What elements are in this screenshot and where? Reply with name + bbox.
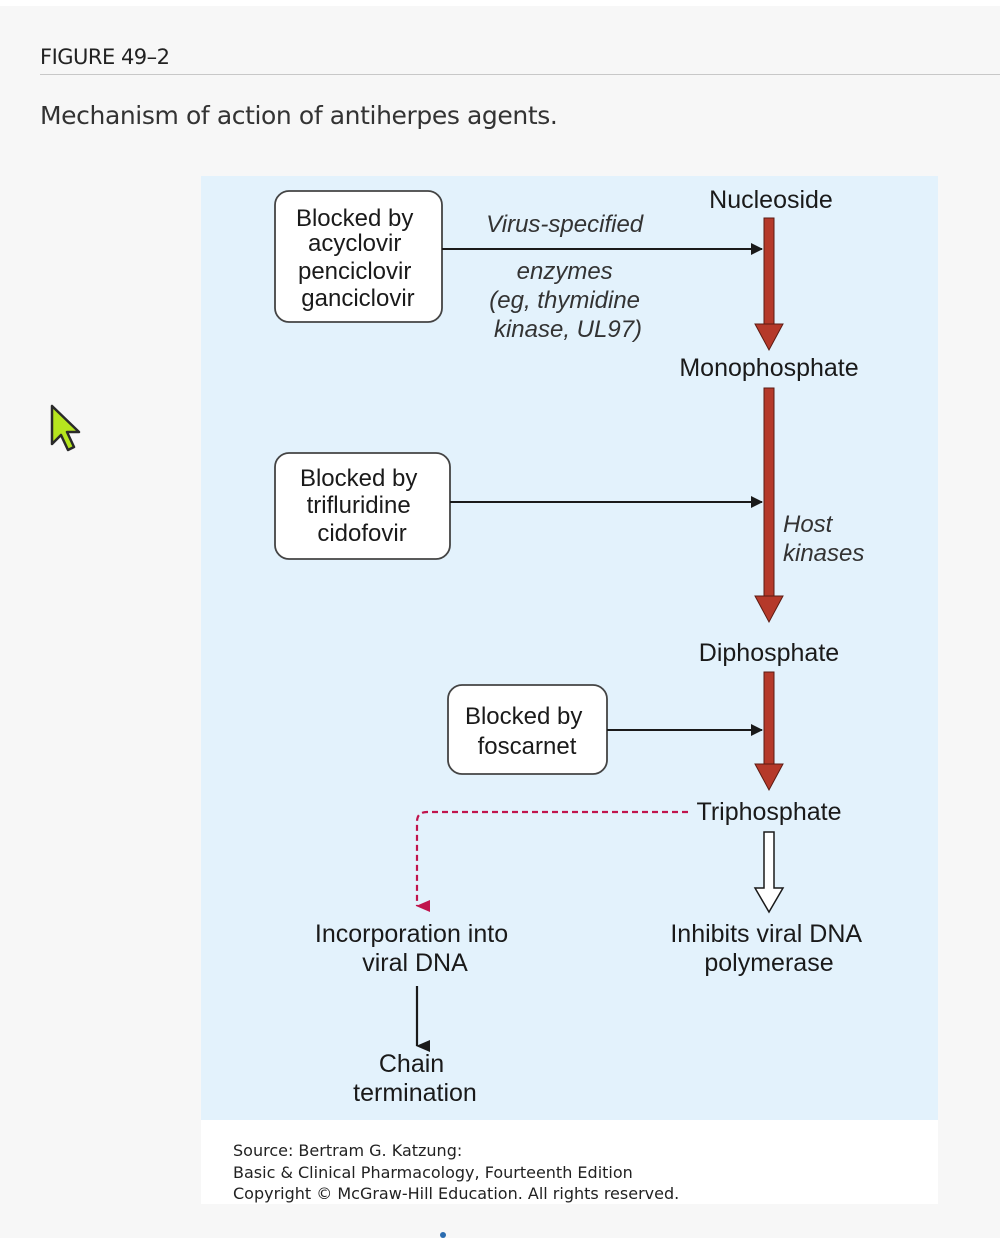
host-kinases-line-2: kinases bbox=[783, 540, 864, 567]
figure-caption: Mechanism of action of antiherpes agents… bbox=[40, 101, 558, 130]
box3-line-1: Blocked by bbox=[465, 703, 582, 730]
arrow-triphosphate-to-inhibits bbox=[753, 831, 785, 914]
box1-line-4: ganciclovir bbox=[301, 285, 414, 312]
label-host-kinases: Host kinases bbox=[783, 511, 864, 567]
mouse-pointer-icon bbox=[50, 404, 81, 452]
source-line-2: Basic & Clinical Pharmacology, Fourteent… bbox=[233, 1163, 633, 1182]
incorporation-line-2: viral DNA bbox=[362, 949, 468, 977]
node-nucleoside: Nucleoside bbox=[709, 186, 833, 214]
chain-termination-line-2: termination bbox=[353, 1079, 477, 1107]
diagram-panel[interactable]: Blocked by acyclovir penciclovir gancicl… bbox=[201, 176, 938, 1120]
source-attribution: Source: Bertram G. Katzung: Basic & Clin… bbox=[201, 1120, 938, 1204]
box1-line-2: acyclovir bbox=[308, 230, 401, 257]
chain-termination-line-1: Chain bbox=[379, 1050, 444, 1078]
inhibits-line-1: Inhibits viral DNA bbox=[670, 920, 862, 948]
box3-line-2: foscarnet bbox=[478, 733, 577, 760]
arrow-monophosphate-to-diphosphate bbox=[754, 387, 784, 624]
node-triphosphate: Triphosphate bbox=[697, 798, 842, 826]
arrow-diphosphate-to-triphosphate bbox=[754, 671, 784, 792]
inhibits-line-2: polymerase bbox=[704, 949, 833, 977]
block-box-1 bbox=[274, 190, 443, 323]
block-box-2 bbox=[274, 452, 451, 560]
arrow-nucleoside-to-monophosphate bbox=[754, 217, 784, 352]
node-chain-termination: Chain termination bbox=[353, 1050, 477, 1107]
node-diphosphate: Diphosphate bbox=[699, 639, 839, 667]
incorporation-line-1: Incorporation into bbox=[315, 920, 508, 948]
host-kinases-line-1: Host bbox=[783, 511, 834, 538]
box2-line-2: trifluridine bbox=[307, 492, 411, 519]
node-incorporation: Incorporation into viral DNA bbox=[315, 920, 515, 977]
block-box-2-text: Blocked by trifluridine cidofovir bbox=[300, 465, 424, 547]
dashed-arrow-to-incorporation bbox=[415, 810, 688, 912]
source-line-3: Copyright © McGraw-Hill Education. All r… bbox=[233, 1184, 680, 1203]
figure-label: FIGURE 49–2 bbox=[40, 45, 170, 69]
box2-line-1: Blocked by bbox=[300, 465, 417, 492]
node-monophosphate: Monophosphate bbox=[679, 354, 858, 382]
page-top-strip bbox=[0, 0, 1000, 6]
source-line-1: Source: Bertram G. Katzung: bbox=[233, 1141, 463, 1160]
virus-enzymes-line-3: (eg, thymidine bbox=[489, 287, 640, 314]
virus-enzymes-line-2: enzymes bbox=[517, 258, 613, 285]
box1-line-3: penciclovir bbox=[298, 258, 411, 285]
mechanism-diagram: Blocked by acyclovir penciclovir gancicl… bbox=[274, 186, 867, 1107]
scroll-indicator bbox=[440, 1232, 446, 1238]
label-virus-enzymes: Virus-specified enzymes (eg, thymidine k… bbox=[486, 211, 650, 343]
box1-line-1: Blocked by bbox=[296, 205, 413, 232]
virus-enzymes-line-1: Virus-specified bbox=[486, 211, 644, 238]
node-inhibits-polymerase: Inhibits viral DNA polymerase bbox=[670, 920, 867, 977]
box2-line-3: cidofovir bbox=[317, 520, 406, 547]
divider bbox=[40, 74, 1000, 75]
virus-enzymes-line-4: kinase, UL97) bbox=[494, 316, 642, 343]
block-box-3-text: Blocked by foscarnet bbox=[465, 703, 589, 760]
block-box-1-text: Blocked by acyclovir penciclovir gancicl… bbox=[296, 205, 420, 312]
